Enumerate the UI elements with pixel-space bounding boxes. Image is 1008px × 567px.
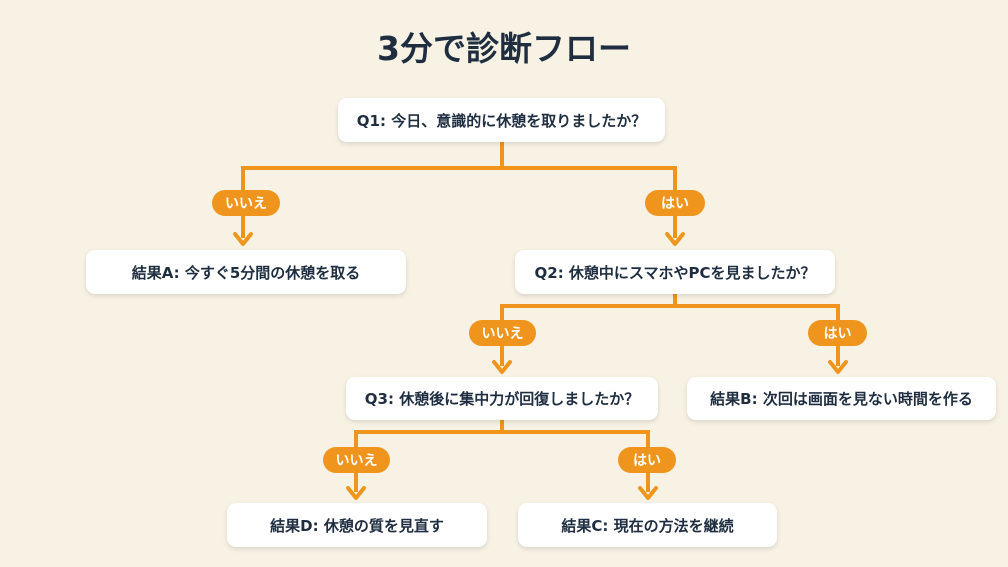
arrow-icon — [665, 232, 685, 246]
yes-label: はい — [808, 320, 867, 346]
result-b-node: 結果B: 次回は画面を見ない時間を作る — [687, 377, 996, 420]
arrow-icon — [233, 232, 253, 246]
question-1-node: Q1: 今日、意識的に休憩を取りましたか？ — [338, 98, 665, 142]
q3-connector — [354, 418, 650, 492]
yes-label: はい — [618, 447, 676, 473]
no-label: いいえ — [212, 190, 280, 216]
result-d-node: 結果D: 休憩の質を見直す — [227, 503, 487, 547]
question-3-node: Q3: 休憩後に集中力が回復しましたか？ — [346, 377, 658, 420]
question-2-node: Q2: 休憩中にスマホやPCを見ましたか？ — [515, 250, 835, 294]
result-c-node: 結果C: 現在の方法を継続 — [518, 503, 777, 547]
page-title: 3分で診断フロー — [377, 29, 631, 68]
arrow-icon — [828, 360, 848, 374]
arrow-icon — [638, 486, 658, 500]
yes-label: はい — [645, 190, 705, 216]
q1-connector — [241, 140, 677, 238]
arrow-icon — [492, 360, 512, 374]
q2-connector — [500, 292, 840, 366]
no-label: いいえ — [323, 447, 390, 473]
result-a-node: 結果A: 今すぐ5分間の休憩を取る — [86, 250, 406, 294]
no-label: いいえ — [469, 320, 536, 346]
arrow-icon — [346, 486, 366, 500]
